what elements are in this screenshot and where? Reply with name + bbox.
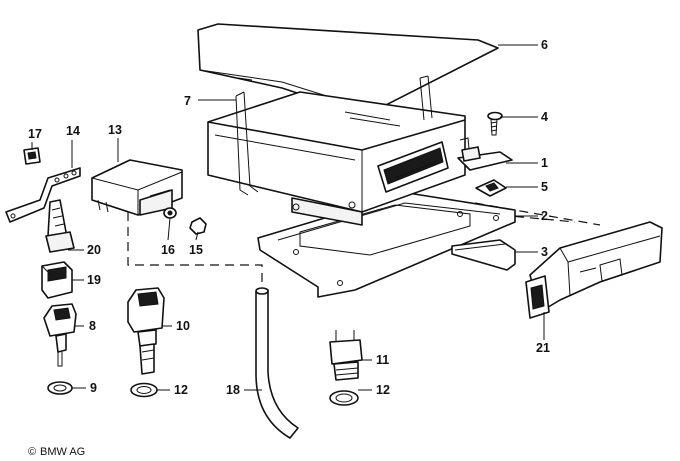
mounting-plate xyxy=(257,192,516,298)
callout-labels: 6 7 4 1 5 2 3 21 17 14 13 20 16 15 19 8 … xyxy=(28,38,550,397)
lid-clip xyxy=(419,75,433,121)
copyright-symbol: © xyxy=(28,446,36,458)
cable-duct xyxy=(525,221,663,319)
callout-3: 3 xyxy=(541,245,548,259)
callout-9: 9 xyxy=(90,381,97,395)
callout-8: 8 xyxy=(89,319,96,333)
small-clip xyxy=(23,147,41,165)
callout-17: 17 xyxy=(28,127,42,141)
callout-16: 16 xyxy=(161,243,175,257)
callout-5: 5 xyxy=(541,180,548,194)
leader-lines xyxy=(31,44,545,391)
bracket-strip xyxy=(451,239,516,271)
sensor-10 xyxy=(127,287,165,375)
sealing-washer-12-right xyxy=(329,390,359,406)
callout-15: 15 xyxy=(189,243,203,257)
relay xyxy=(91,159,183,216)
sealing-washer-12-left xyxy=(130,382,158,398)
callout-18: 18 xyxy=(226,383,240,397)
control-unit xyxy=(207,91,466,226)
nut-clip xyxy=(475,179,507,197)
retaining-clip xyxy=(235,91,259,196)
hose xyxy=(255,287,299,439)
connector-plug xyxy=(41,261,73,299)
callout-20: 20 xyxy=(87,243,101,257)
copyright-text: BMW AG xyxy=(40,446,85,458)
callout-13: 13 xyxy=(108,123,122,137)
callout-12-right: 12 xyxy=(376,383,390,397)
callout-12-left: 12 xyxy=(174,383,188,397)
callout-7: 7 xyxy=(184,94,191,108)
strap xyxy=(5,167,81,223)
copyright-notice: © BMW AG xyxy=(28,446,85,458)
callout-11: 11 xyxy=(376,353,389,367)
temperature-switch xyxy=(329,330,363,381)
callout-21: 21 xyxy=(536,341,550,355)
temperature-sensor xyxy=(43,303,77,367)
grommet xyxy=(163,207,177,219)
mounting-bracket xyxy=(457,137,513,171)
rubber-boot xyxy=(45,199,75,253)
sealing-washer-9 xyxy=(47,381,73,395)
callout-4: 4 xyxy=(541,110,548,124)
screw xyxy=(487,111,503,136)
plug xyxy=(189,217,207,235)
callout-10: 10 xyxy=(176,319,190,333)
callout-19: 19 xyxy=(87,273,101,287)
callout-2: 2 xyxy=(541,209,548,223)
callout-6: 6 xyxy=(541,38,548,52)
callout-1: 1 xyxy=(541,156,548,170)
callout-14: 14 xyxy=(66,124,80,138)
